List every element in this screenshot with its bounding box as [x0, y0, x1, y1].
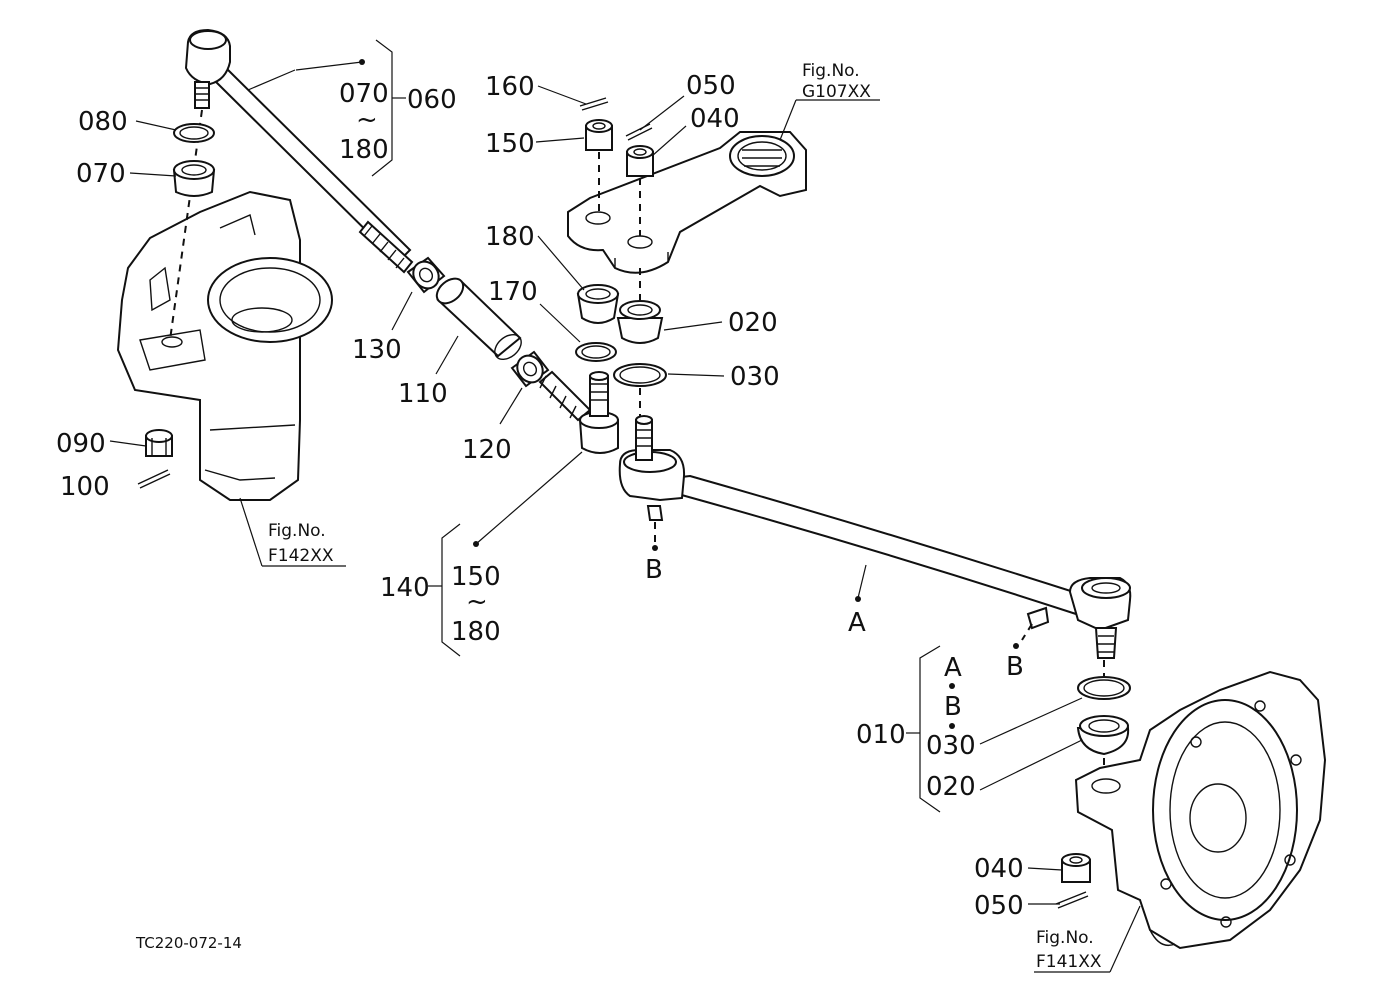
callout-180: 180: [485, 222, 535, 252]
tie-rod-assembly-060: [169, 28, 414, 341]
ref-right-knuckle-line2: F141XX: [1036, 952, 1102, 972]
callout-050: 050: [686, 71, 736, 101]
bracket-060: [371, 39, 406, 177]
callout-130: 130: [352, 335, 402, 365]
group-060-tilde: ~: [356, 105, 378, 135]
group-060-to: 180: [339, 135, 389, 165]
castle-nut-090: [145, 429, 173, 457]
bracket-140: [428, 523, 461, 657]
castle-nut-040-right: [1061, 853, 1091, 883]
group-140-tilde: ~: [466, 587, 488, 617]
callout-150: 150: [485, 129, 535, 159]
nut-130: [406, 256, 446, 294]
dust-seal-020: [616, 300, 664, 344]
castle-nut-150: [585, 119, 613, 151]
group-010-item2: B: [944, 692, 962, 722]
right-knuckle-housing: [1074, 670, 1327, 950]
cotter-pin-050-right: [1055, 891, 1089, 909]
leader-lines: [109, 59, 1141, 973]
callout-110: 110: [398, 379, 448, 409]
nut-120: [510, 350, 550, 388]
tie-rod-A: [618, 415, 1132, 659]
steering-arm: [567, 131, 807, 274]
callout-080: 080: [78, 107, 128, 137]
group-140-to: 180: [451, 617, 501, 647]
drawing-code: TC220-072-14: [135, 934, 242, 952]
group-010-item3: 030: [926, 731, 976, 761]
callout-040: 040: [690, 104, 740, 134]
callout-070: 070: [76, 159, 126, 189]
ref-steering-arm-line1: Fig.No.: [802, 61, 860, 81]
tie-rod-end-140: [538, 370, 619, 454]
callout-040-right: 040: [974, 854, 1024, 884]
ref-right-knuckle-line1: Fig.No.: [1036, 928, 1094, 948]
castle-nut-040: [626, 145, 654, 177]
callout-170: 170: [488, 277, 538, 307]
dust-seal-020-right: [1076, 715, 1130, 756]
group-010-item1: A: [944, 653, 962, 683]
callout-090: 090: [56, 429, 106, 459]
callout-160: 160: [485, 72, 535, 102]
group-010-label: 010: [856, 720, 906, 750]
cotter-pin-160: [579, 97, 609, 111]
callout-120: 120: [462, 435, 512, 465]
group-060-label: 060: [407, 85, 457, 115]
ref-steering-arm-line2: G107XX: [802, 82, 871, 102]
sleeve-110: [435, 277, 522, 361]
callout-B-right: B: [1006, 652, 1024, 682]
callout-030: 030: [730, 362, 780, 392]
dust-seal-070: [172, 160, 216, 197]
callout-B-left: B: [645, 555, 663, 585]
group-140-label: 140: [380, 573, 430, 603]
left-knuckle-housing: [116, 190, 333, 501]
group-010-item4: 020: [926, 772, 976, 802]
callout-020: 020: [728, 308, 778, 338]
ref-left-knuckle-line1: Fig.No.: [268, 521, 326, 541]
cotter-pin-050: [625, 123, 653, 141]
callout-100: 100: [60, 472, 110, 502]
ref-left-knuckle-line2: F142XX: [268, 546, 334, 566]
group-060-from: 070: [339, 79, 389, 109]
dust-seal-180: [576, 284, 620, 324]
cotter-pin-100: [137, 469, 171, 489]
callout-050-right: 050: [974, 891, 1024, 921]
bracket-010: [906, 645, 941, 813]
callout-A: A: [848, 608, 866, 638]
group-140-from: 150: [451, 562, 501, 592]
